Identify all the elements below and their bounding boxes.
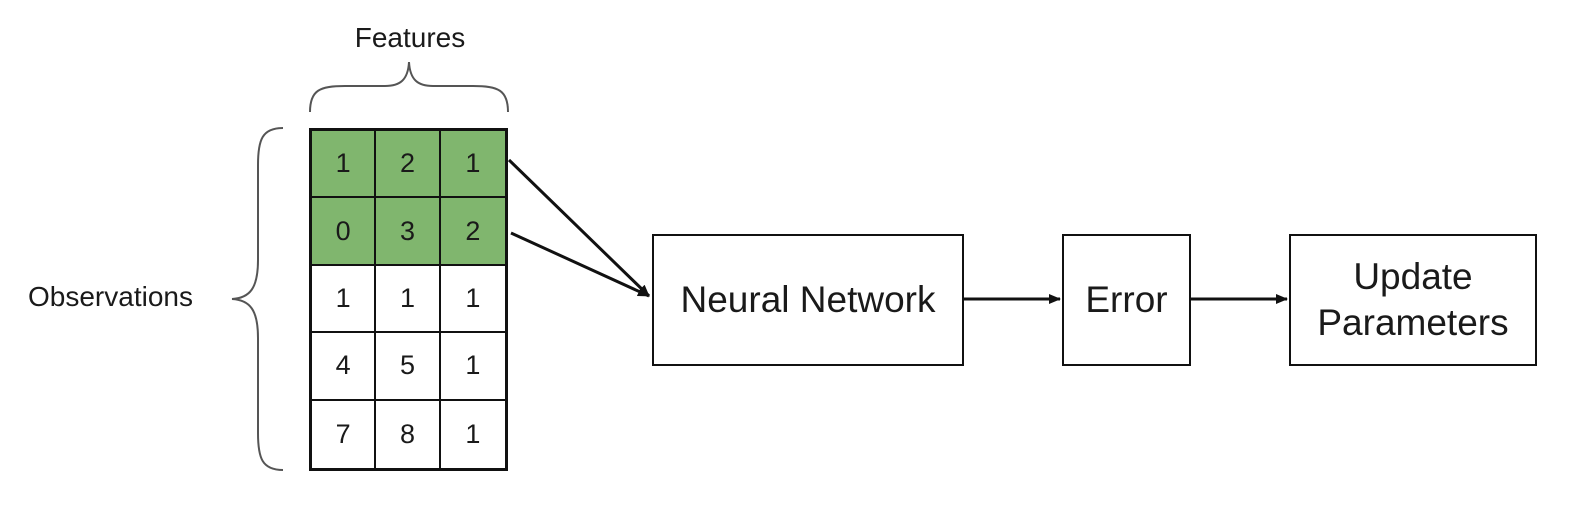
matrix-cell: 0 bbox=[312, 198, 377, 266]
matrix-cell: 3 bbox=[376, 198, 441, 266]
matrix-cell: 1 bbox=[376, 265, 441, 334]
matrix-cell: 1 bbox=[440, 333, 505, 401]
neural-network-box: Neural Network bbox=[652, 234, 964, 366]
matrix-cell: 1 bbox=[440, 131, 505, 199]
matrix-cell: 2 bbox=[440, 198, 505, 266]
error-label: Error bbox=[1085, 278, 1168, 320]
matrix-cell: 2 bbox=[376, 131, 441, 199]
observations-label: Observations bbox=[28, 281, 193, 312]
matrix-cell: 1 bbox=[440, 265, 505, 334]
matrix-cell: 4 bbox=[312, 333, 377, 401]
error-box: Error bbox=[1062, 234, 1191, 366]
matrix-cell: 8 bbox=[376, 400, 441, 468]
row-2-to-network-arrow bbox=[510, 231, 650, 298]
matrix-cell: 7 bbox=[312, 400, 377, 468]
row-1-to-network-arrow bbox=[507, 158, 651, 298]
update-parameters-box: Update Parameters bbox=[1289, 234, 1537, 366]
matrix-cell: 1 bbox=[312, 265, 377, 334]
matrix-cell: 5 bbox=[376, 333, 441, 401]
matrix-cell: 1 bbox=[440, 400, 505, 468]
features-brace bbox=[309, 61, 509, 113]
features-label: Features bbox=[354, 22, 466, 53]
update-parameters-label: Update Parameters bbox=[1317, 255, 1509, 343]
neural-network-label: Neural Network bbox=[680, 278, 936, 320]
matrix-cell: 1 bbox=[312, 131, 377, 199]
observations-brace bbox=[231, 127, 284, 471]
